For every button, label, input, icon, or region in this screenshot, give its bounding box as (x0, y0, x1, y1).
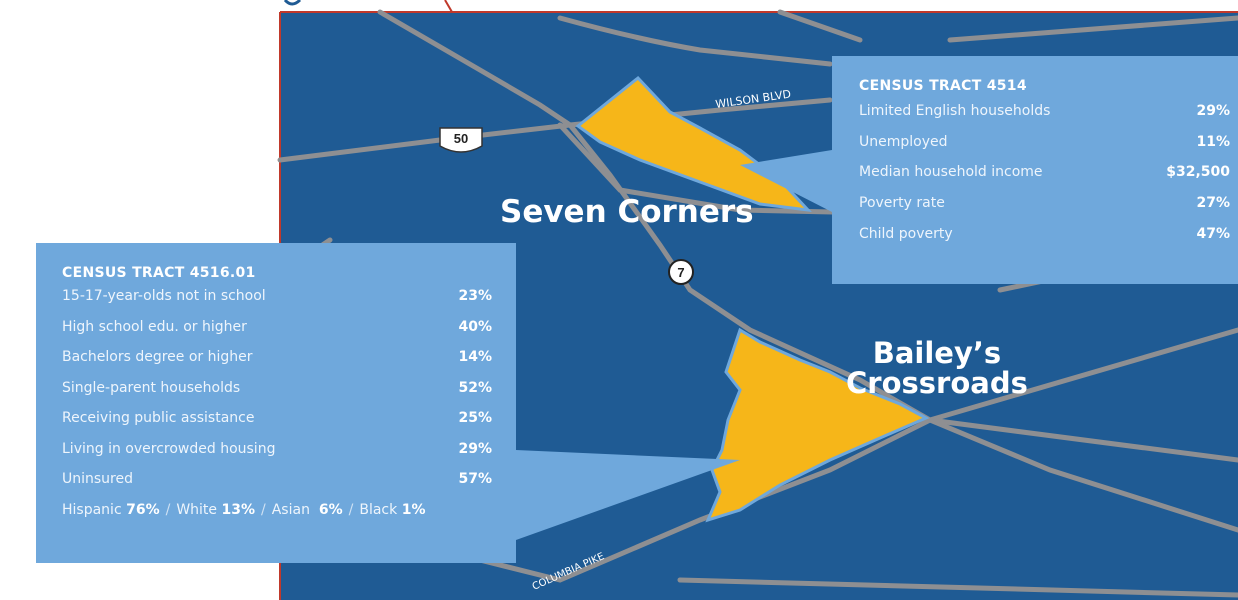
demo-group: White (176, 501, 218, 518)
tract-4514-area[interactable] (575, 75, 812, 213)
tract-4516-area[interactable] (705, 327, 930, 523)
stat-label: Median household income (859, 164, 1043, 181)
stat-row: High school edu. or higher 40% (62, 319, 492, 350)
stat-row: Receiving public assistance 25% (62, 410, 492, 441)
baileys-crossroads-label: Bailey’s Crossroads (846, 338, 1028, 399)
stat-label: Single-parent households (62, 379, 241, 396)
route-7-label: 7 (677, 265, 684, 280)
stat-value: 11% (1196, 133, 1230, 150)
stat-row: Child poverty 47% (859, 226, 1230, 257)
stat-label: Unemployed (859, 133, 948, 150)
demo-group: Hispanic (62, 501, 122, 518)
demo-value: 6% (318, 501, 343, 518)
stat-value: 47% (1196, 225, 1230, 242)
stat-label: High school edu. or higher (62, 318, 247, 335)
demo-value: 1% (401, 501, 426, 518)
demo-value: 13% (221, 501, 256, 518)
stat-row: Poverty rate 27% (859, 195, 1230, 226)
stat-label: Uninsured (62, 471, 133, 487)
route-7-shield: 7 (668, 259, 694, 285)
boundary-line (444, 0, 453, 13)
stat-value: 14% (458, 349, 492, 365)
demo-group: Asian (271, 501, 310, 518)
callout-pointer-4514 (740, 150, 832, 212)
stat-row: Bachelors degree or higher 14% (62, 349, 492, 380)
stat-row: 15-17-year-olds not in school 23% (62, 288, 492, 319)
demo-value: 76% (126, 501, 160, 518)
tract-4514-title: CENSUS TRACT 4514 (859, 78, 1027, 94)
stat-value: 25% (458, 410, 492, 426)
stat-row: Unemployed 11% (859, 134, 1230, 165)
stat-value: 40% (458, 318, 492, 335)
stat-value: 52% (458, 379, 492, 396)
stat-label: Limited English households (859, 103, 1051, 119)
demographics-row: Hispanic 76%/ White 13%/ Asian 6%/ Black… (62, 502, 492, 533)
seven-corners-label: Seven Corners (500, 194, 754, 230)
stat-label: Living in overcrowded housing (62, 440, 276, 457)
baileys-line-2: Crossroads (846, 366, 1028, 401)
stat-row: Median household income $32,500 (859, 164, 1230, 195)
route-50-shield: 50 (439, 127, 483, 153)
stat-label: Receiving public assistance (62, 410, 255, 426)
road-network (277, 9, 1238, 598)
stat-value: 29% (1196, 103, 1230, 119)
stat-value: 23% (458, 288, 492, 304)
tract-4516-panel: CENSUS TRACT 4516.01 15-17-year-olds not… (36, 243, 516, 563)
route-50-label: 50 (454, 131, 468, 146)
stat-label: Poverty rate (859, 195, 945, 212)
stat-value: 29% (458, 440, 492, 457)
stat-label: 15-17-year-olds not in school (62, 288, 266, 304)
boundary-line (283, 0, 302, 6)
stat-row: Uninsured 57% (62, 471, 492, 502)
stat-label: Child poverty (859, 225, 953, 242)
stat-row: Living in overcrowded housing 29% (62, 441, 492, 472)
stat-value: 57% (458, 471, 492, 487)
tract-4514-panel: CENSUS TRACT 4514 Limited English househ… (832, 56, 1238, 284)
baileys-line-1: Bailey’s (872, 336, 1002, 370)
stat-label: Bachelors degree or higher (62, 349, 253, 365)
stat-row: Single-parent households 52% (62, 380, 492, 411)
callout-pointer-4516 (516, 450, 740, 540)
tract-4516-title: CENSUS TRACT 4516.01 (62, 265, 256, 281)
stat-value: 27% (1196, 195, 1230, 212)
demo-group: Black (359, 501, 398, 518)
stat-value: $32,500 (1166, 164, 1230, 181)
stat-row: Limited English households 29% (859, 103, 1230, 134)
